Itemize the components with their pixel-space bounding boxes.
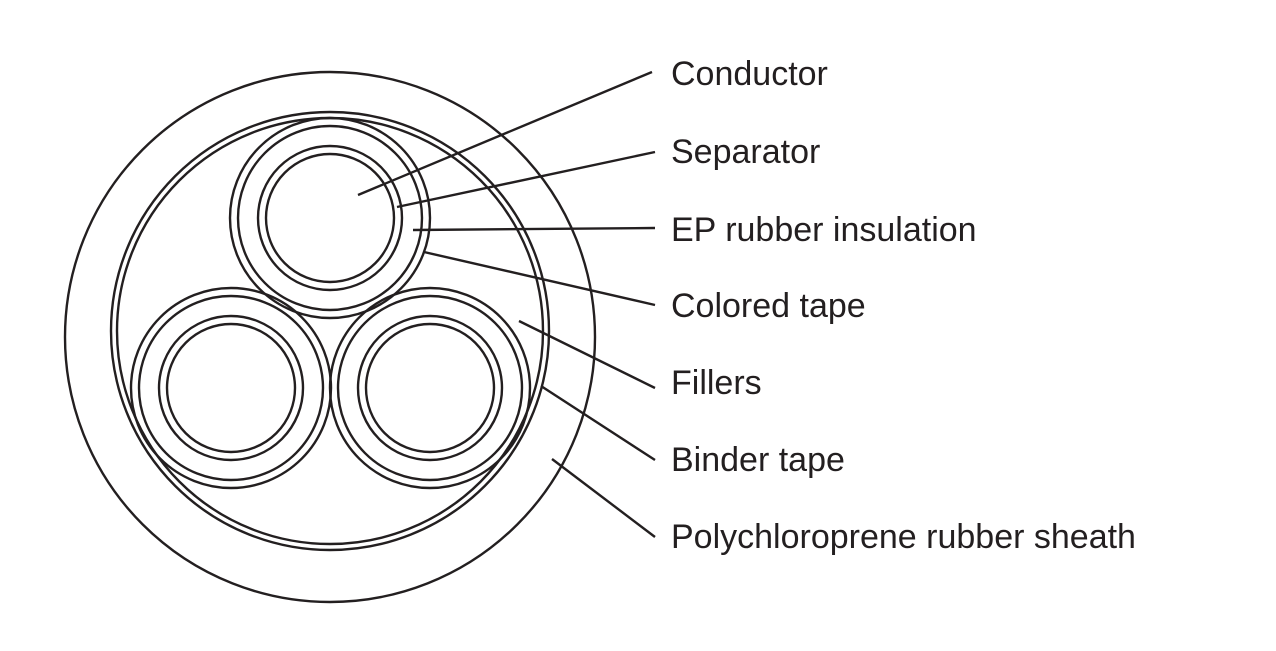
core-right-tape-outer <box>328 286 532 490</box>
core-bottom-right <box>328 286 532 490</box>
leader-sheath <box>551 458 656 538</box>
leader-colored-tape <box>423 250 656 307</box>
leader-fillers <box>518 319 656 390</box>
core-top-separator-outer <box>256 144 404 292</box>
core-top-tape-inner <box>236 124 424 312</box>
core-top-tape-outer <box>228 116 432 320</box>
label-polychloroprene-sheath: Polychloroprene rubber sheath <box>671 518 1136 556</box>
label-colored-tape: Colored tape <box>671 287 866 325</box>
core-top-conductor <box>264 152 396 284</box>
label-binder-tape: Binder tape <box>671 441 845 479</box>
label-ep-rubber-insulation: EP rubber insulation <box>671 211 977 249</box>
core-left-conductor <box>165 322 297 454</box>
core-right-conductor <box>364 322 496 454</box>
core-left-tape-outer <box>129 286 333 490</box>
leader-conductor <box>357 70 653 197</box>
binder-tape-outer-circle <box>109 110 551 552</box>
outer-sheath-circle <box>63 70 597 604</box>
label-fillers: Fillers <box>671 364 762 402</box>
label-separator: Separator <box>671 133 821 171</box>
core-top <box>228 116 432 320</box>
leader-binder-tape <box>540 384 656 462</box>
binder-tape-inner-circle <box>115 116 545 546</box>
core-right-separator-outer <box>356 314 504 462</box>
leader-ep-insulation <box>412 226 656 232</box>
core-bottom-left <box>129 286 333 490</box>
leader-separator <box>396 150 656 209</box>
core-left-separator-outer <box>157 314 305 462</box>
core-left-tape-inner <box>137 294 325 482</box>
label-conductor: Conductor <box>671 55 828 93</box>
core-right-tape-inner <box>336 294 524 482</box>
